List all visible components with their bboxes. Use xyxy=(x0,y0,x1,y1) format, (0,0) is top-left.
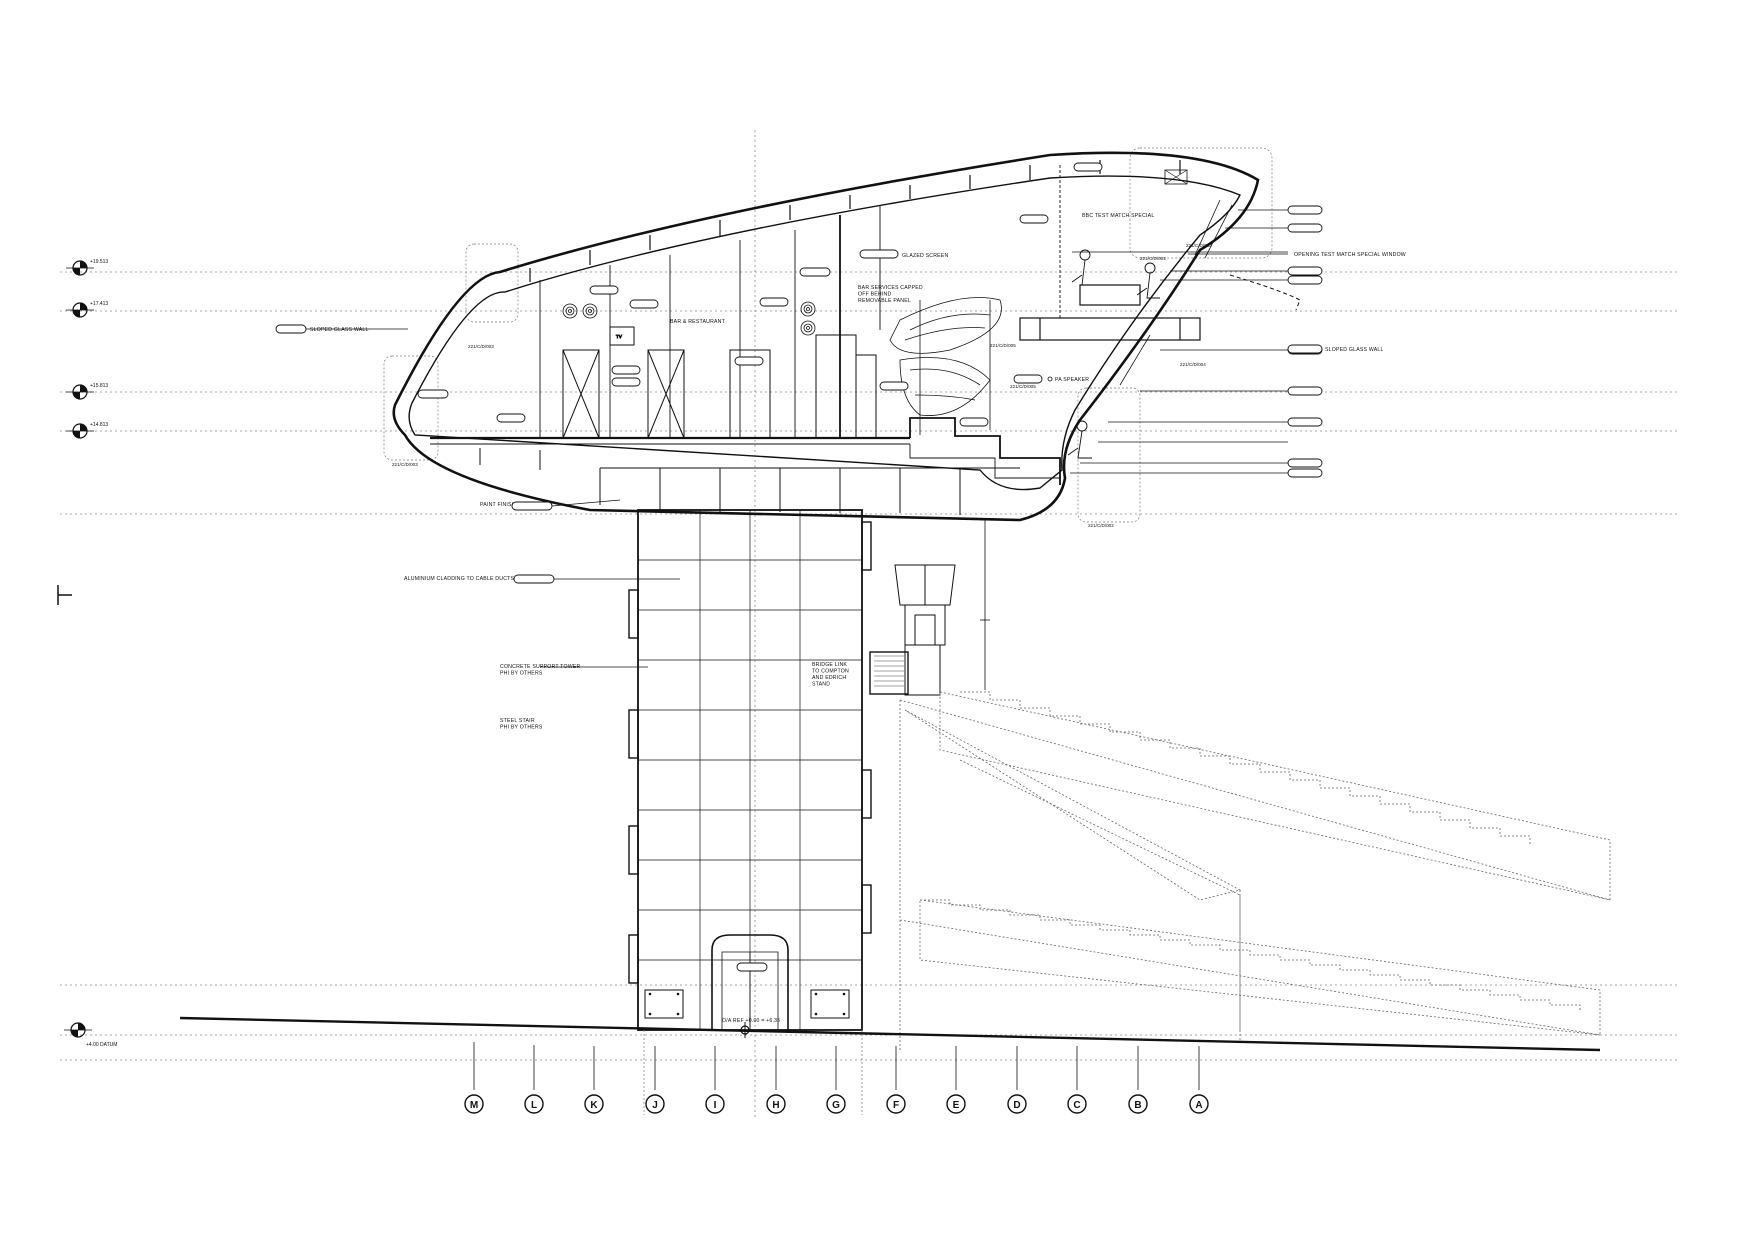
grid-bubble-L: L xyxy=(524,1094,544,1114)
section-ref: 221/C/D/002 xyxy=(1186,243,1212,248)
grid-bubble-E: E xyxy=(946,1094,966,1114)
bridge-link xyxy=(869,519,990,696)
grid-label: J xyxy=(652,1100,658,1111)
section-ref: 221/C/D/002 xyxy=(1088,523,1114,528)
grid-label: M xyxy=(470,1100,478,1111)
grid-label: B xyxy=(1134,1100,1141,1111)
grid-bubble-G: G xyxy=(826,1094,846,1114)
level-marker-2: +17.413 xyxy=(66,301,108,318)
sloped-glass-tag xyxy=(275,324,307,334)
section-ref: 221/C/D/002 xyxy=(1140,256,1166,261)
section-ref: 221/C/D/003 xyxy=(468,344,494,349)
grid-label: E xyxy=(953,1100,960,1111)
section-mark xyxy=(57,585,72,605)
level-label: +17.413 xyxy=(90,301,108,307)
adjacent-grandstand xyxy=(899,691,1611,1050)
grid-label: G xyxy=(832,1100,840,1111)
grid-bubble-I: I xyxy=(705,1094,725,1114)
grid-label: H xyxy=(772,1100,779,1111)
bar-restaurant-label: BAR & RESTAURANT xyxy=(670,319,726,325)
grid-bubble-H: H xyxy=(766,1094,786,1114)
grid-label: C xyxy=(1073,1100,1080,1111)
level-marker-1: +19.513 xyxy=(66,259,108,276)
grid-bubble-D: D xyxy=(1007,1094,1027,1114)
aluminium-cladding-label: ALUMINIUM CLADDING TO CABLE DUCTS xyxy=(404,576,515,582)
bbc-special-label: BBC TEST MATCH SPECIAL xyxy=(1082,213,1154,219)
media-centre-pod: TV xyxy=(383,147,1301,523)
grid-bubble-K: K xyxy=(584,1094,604,1114)
sloped-glass-right-label: SLOPED GLASS WALL xyxy=(1325,347,1384,353)
level-label: +14.813 xyxy=(90,422,108,428)
section-ref: 221/C/D/005 xyxy=(990,343,1016,348)
datum-marker: +4.00 DATUM xyxy=(64,1022,117,1048)
section-ref: 221/C/D/005 xyxy=(1010,384,1036,389)
tower-annotations: ALUMINIUM CLADDING TO CABLE DUCTS CONCRE… xyxy=(404,574,849,1024)
grid-bubbles: M L K J I H G F xyxy=(464,1094,1209,1114)
level-label: +15.813 xyxy=(90,383,108,389)
grid-lines xyxy=(473,1030,1200,1115)
section-ref: 221/C/D/004 xyxy=(1180,362,1206,367)
opening-window-label: OPENING TEST MATCH SPECIAL WINDOW xyxy=(1294,252,1406,258)
grid-bubble-J: J xyxy=(645,1094,665,1114)
pa-speaker-label: PA SPEAKER xyxy=(1055,377,1089,383)
grid-label: D xyxy=(1013,1100,1020,1111)
sloped-glass-left-label: SLOPED GLASS WALL xyxy=(310,327,369,333)
ground-line xyxy=(179,1016,1601,1052)
od-ref-label: O/A REF +0.00 = +6.35 xyxy=(722,1018,780,1024)
tv-label: TV xyxy=(616,334,623,339)
grid-label: K xyxy=(590,1100,598,1111)
grid-bubble-M: M xyxy=(464,1094,484,1114)
level-lines xyxy=(60,130,1680,1120)
pod-tags xyxy=(417,162,1103,427)
leader-lines xyxy=(1070,209,1288,474)
glazed-screen-label: GLAZED SCREEN xyxy=(902,253,948,259)
paint-finish-label: PAINT FINISH xyxy=(480,502,516,508)
section-reference-labels: 221/C/D/003 221/C/D/003 221/C/D/005 221/… xyxy=(392,243,1212,528)
level-marker-3: +15.813 xyxy=(66,383,108,400)
grid-bubble-B: B xyxy=(1128,1094,1148,1114)
grid-label: F xyxy=(893,1100,899,1111)
level-label: +19.513 xyxy=(90,259,108,265)
grid-bubble-A: A xyxy=(1189,1094,1209,1114)
support-tower xyxy=(628,509,872,1031)
level-marker-4: +14.813 xyxy=(66,422,108,439)
grid-label: L xyxy=(531,1100,537,1111)
grid-bubble-C: C xyxy=(1067,1094,1087,1114)
grid-label: A xyxy=(1195,1100,1202,1111)
grid-label: I xyxy=(714,1100,717,1111)
grid-bubble-F: F xyxy=(886,1094,906,1114)
datum-label: +4.00 DATUM xyxy=(86,1042,117,1048)
right-tags xyxy=(1287,205,1323,478)
section-ref: 221/C/D/003 xyxy=(392,462,418,467)
